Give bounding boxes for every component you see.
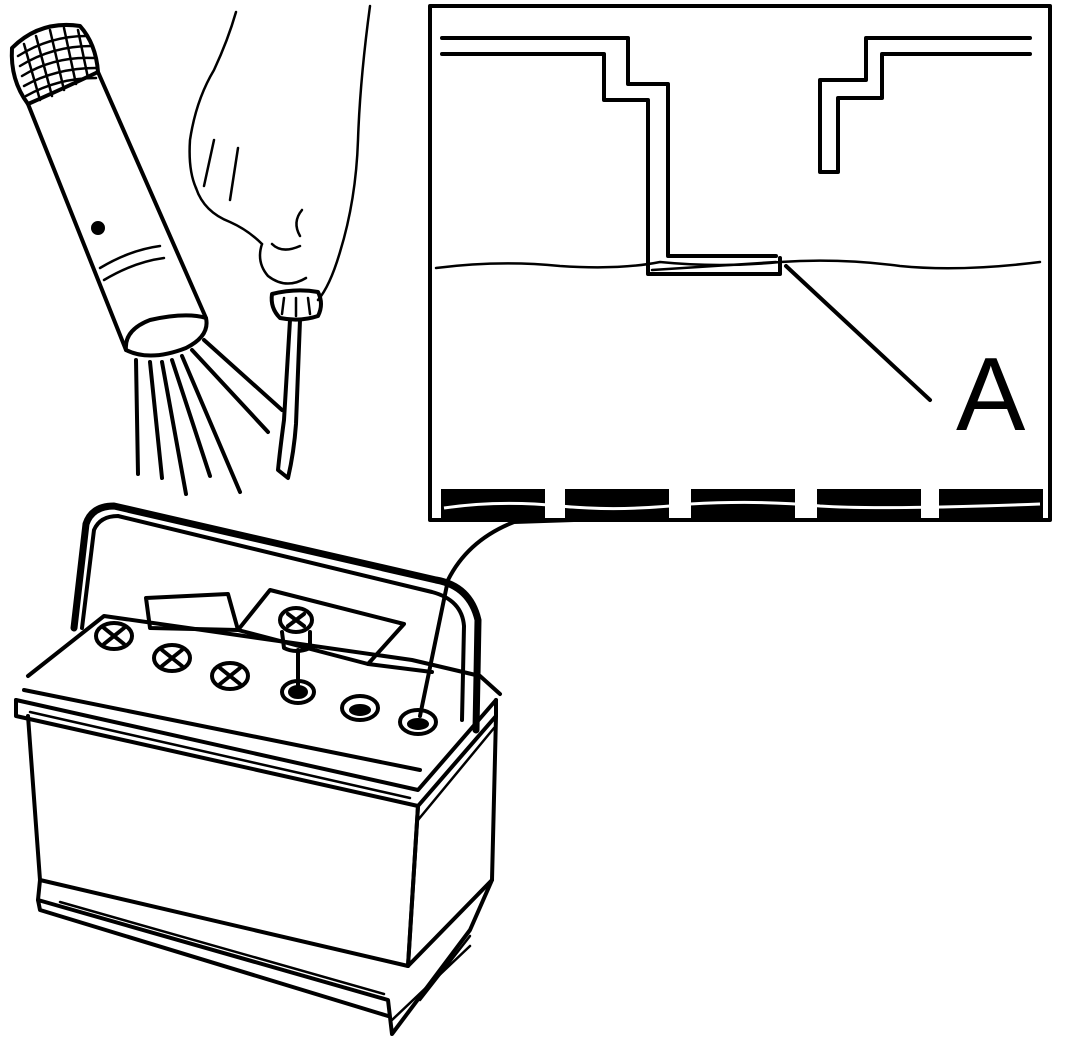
cell-cap-6-open <box>398 708 438 736</box>
detail-view <box>428 4 1052 522</box>
cell-cap-4-removed <box>278 606 316 705</box>
callout-leader-line <box>784 264 932 402</box>
screwdriver-icon <box>269 288 323 480</box>
cell-cap-2 <box>152 643 192 673</box>
flashlight-icon <box>9 23 284 496</box>
cell-plates <box>441 489 1043 521</box>
callout-label-a: A <box>956 337 1026 453</box>
cell-cap-icon <box>94 606 438 736</box>
callout-connector <box>418 518 576 718</box>
cell-cap-3 <box>210 661 250 691</box>
battery-icon <box>14 502 502 1036</box>
cell-cap-5-open <box>340 694 380 722</box>
cell-cap-1 <box>94 621 134 651</box>
hand-icon <box>188 4 372 302</box>
